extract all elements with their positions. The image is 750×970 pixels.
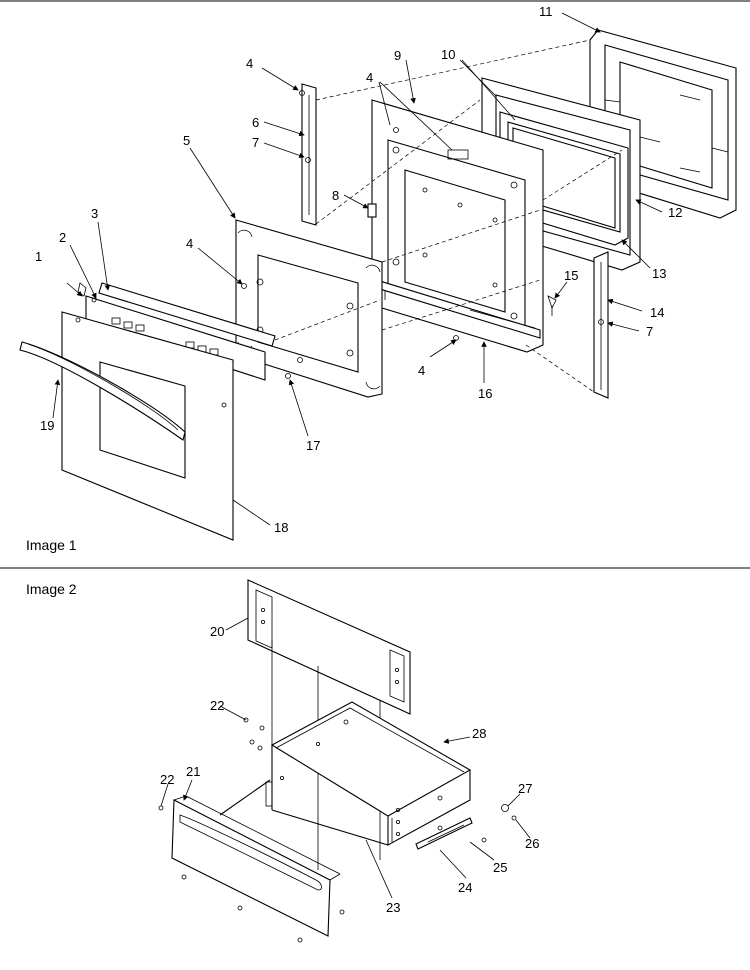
callout-16: 16 (478, 386, 492, 401)
part-23-drawer-body-drawing (219, 701, 472, 846)
image2-title: Image 2 (26, 581, 77, 597)
callout-25: 25 (493, 860, 507, 875)
callout-18: 18 (274, 520, 288, 535)
callout-4-a: 4 (246, 56, 253, 71)
callout-28: 28 (472, 726, 486, 741)
callout-20: 20 (210, 624, 224, 639)
image1-door-assembly: 1 2 3 4 4 4 4 5 6 7 7 8 9 10 11 12 13 14… (19, 4, 737, 553)
callout-27: 27 (518, 781, 532, 796)
callout-4-c: 4 (186, 236, 193, 251)
image1-leader-lines (52, 12, 663, 526)
callout-21: 21 (186, 764, 200, 779)
part-26-screw-drawing (511, 815, 517, 821)
callout-5: 5 (183, 133, 190, 148)
callout-4-d: 4 (418, 363, 425, 378)
callout-1: 1 (35, 249, 42, 264)
part-8-screw-drawing (367, 203, 377, 218)
callout-4-b: 4 (366, 70, 373, 85)
image1-callouts: 1 2 3 4 4 4 4 5 6 7 7 8 9 10 11 12 13 14… (35, 4, 682, 535)
callout-22-b: 22 (160, 772, 174, 787)
part-15-screw-drawing (547, 295, 557, 316)
callout-22-a: 22 (210, 698, 224, 713)
part-19-handle-drawing (19, 341, 186, 441)
callout-17: 17 (306, 438, 320, 453)
callout-9: 9 (394, 48, 401, 63)
part-1-clip-drawing (77, 282, 87, 297)
part-17-screw-drawing (285, 373, 291, 379)
callout-23: 23 (386, 900, 400, 915)
callout-11: 11 (539, 4, 553, 19)
part-6-left-channel-drawing (301, 83, 317, 226)
callout-24: 24 (458, 880, 472, 895)
callout-26: 26 (525, 836, 539, 851)
part-18-outer-door-panel-drawing (61, 311, 234, 541)
part-27-bumper-drawing (501, 804, 509, 812)
callout-7-b: 7 (646, 324, 653, 339)
part-24-slide-rail-drawing (415, 817, 473, 850)
callout-8: 8 (332, 188, 339, 203)
image2-leader-lines (160, 617, 531, 899)
part-9-inner-liner-drawing (371, 99, 544, 353)
callout-13: 13 (652, 266, 666, 281)
image1-title: Image 1 (26, 537, 77, 553)
callout-2: 2 (59, 230, 66, 245)
image2-callouts: 20 21 22 22 23 24 25 26 27 28 (160, 624, 539, 915)
callout-10: 10 (441, 47, 455, 62)
part-14-right-channel-drawing (593, 251, 609, 399)
callout-6: 6 (252, 115, 259, 130)
image1-alignment-lines (274, 39, 623, 393)
image2-drawer-assembly: 20 21 22 22 23 24 25 26 27 28 Image 2 (26, 579, 539, 943)
callout-19: 19 (40, 418, 54, 433)
callout-15: 15 (564, 268, 578, 283)
callout-7-a: 7 (252, 135, 259, 150)
callout-3: 3 (91, 206, 98, 221)
callout-12: 12 (668, 205, 682, 220)
part-21-drawer-front-drawing (171, 795, 341, 937)
callout-14: 14 (650, 305, 664, 320)
